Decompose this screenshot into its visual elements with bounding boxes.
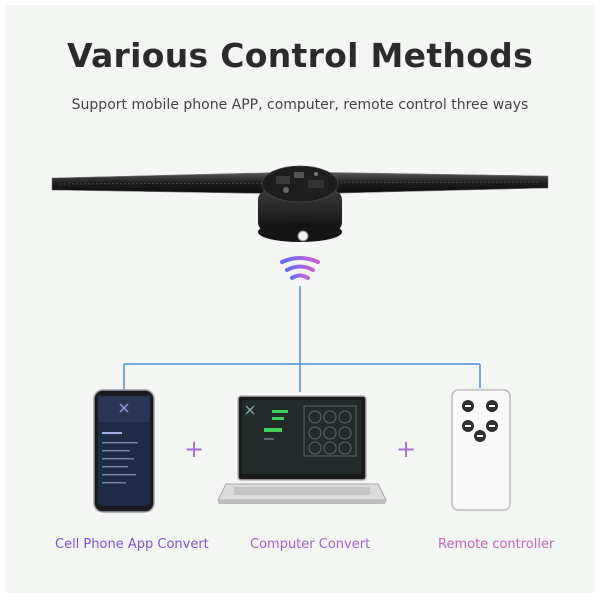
computer-method-label: Computer Convert [250,537,371,552]
power-button [297,230,309,242]
remote-method-label: Remote controller [438,537,555,552]
fan-base [258,190,342,232]
connector-lines [123,286,481,392]
hologram-fan-device [51,165,549,242]
phone-method-label: Cell Phone App Convert [55,537,209,552]
plus-sign: + [396,435,417,463]
wireless-signal-icon [280,256,320,280]
remote-control-icon [451,389,511,511]
plus-sign: + [184,435,205,463]
smartphone-icon [93,389,155,513]
page-title: Various Control Methods [66,36,534,75]
laptop-icon [217,395,387,504]
circuit-board [261,165,339,203]
page-subtitle: Support mobile phone APP, computer, remo… [71,97,529,113]
